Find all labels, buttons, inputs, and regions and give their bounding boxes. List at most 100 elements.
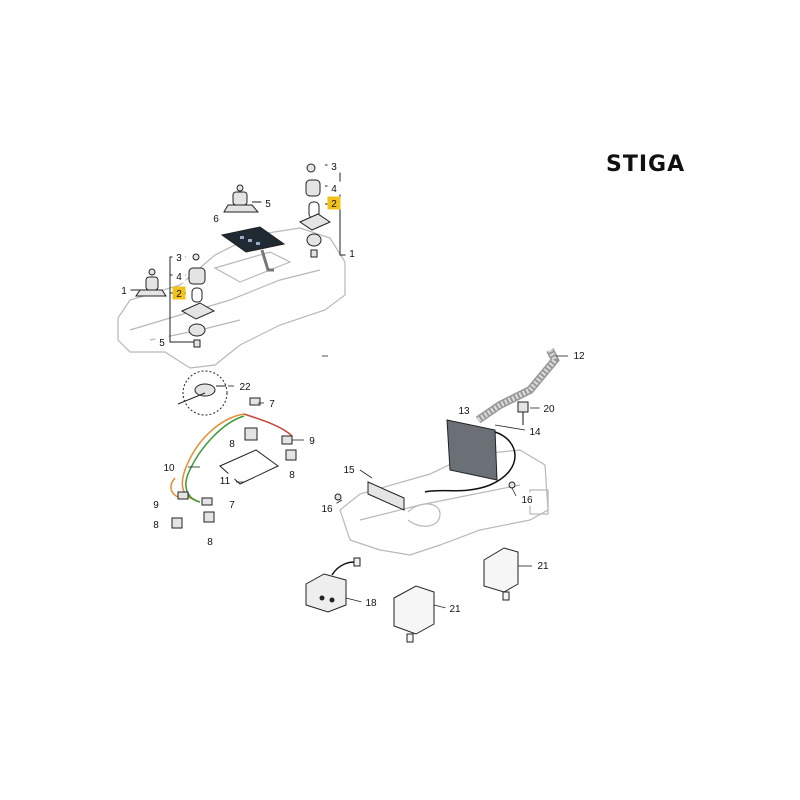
callout-label: 12 [573, 351, 585, 362]
callout-label: 11 [220, 476, 231, 487]
callout-box [525, 424, 545, 438]
bracket-icon [298, 213, 332, 231]
callout-box [285, 467, 299, 481]
callout-22: 22 [235, 379, 255, 393]
callout-label: 14 [529, 427, 541, 438]
callout-7: 7 [225, 497, 239, 511]
callout-label: 4 [176, 272, 182, 283]
callout-box [261, 196, 275, 210]
callout-box [203, 534, 217, 548]
battery-part-21-right [483, 547, 519, 601]
callout-box [172, 269, 186, 283]
callout-7: 7 [265, 396, 279, 410]
callout-label: 8 [207, 537, 213, 548]
callout-box [209, 211, 223, 225]
callout-label: 2 [331, 199, 337, 210]
callout-20: 20 [539, 401, 559, 415]
callout-box [361, 595, 381, 609]
callout-8: 8 [225, 436, 239, 450]
callout-box [265, 396, 279, 410]
callout-1: 1 [117, 283, 131, 297]
callout-box [172, 286, 186, 300]
nut-icon [310, 249, 318, 258]
wire-part-14 [424, 431, 516, 493]
callout-label: 18 [365, 598, 377, 609]
callout-box [149, 497, 163, 511]
callout-18: 18 [361, 595, 381, 609]
callout-label: 22 [239, 382, 251, 393]
callout-box [172, 250, 186, 264]
callout-label: 13 [458, 406, 470, 417]
wiring-harness-part-10 [170, 413, 293, 503]
connector-parts [171, 397, 297, 529]
callout-label: 15 [343, 465, 355, 476]
leader-lines [188, 355, 568, 609]
callout-6: 6 [209, 211, 223, 225]
callout-13: 13 [454, 403, 474, 417]
callout-label: 8 [289, 470, 295, 481]
callout-9: 9 [305, 433, 319, 447]
callout-8: 8 [149, 517, 163, 531]
control-panel-part-6 [220, 226, 286, 272]
callout-label: 21 [537, 561, 549, 572]
stack-parts-left [180, 253, 216, 348]
battery-part-21-center [393, 585, 435, 643]
callout-label: 16 [521, 495, 533, 506]
callout-label: 8 [229, 439, 235, 450]
callout-box [539, 401, 559, 415]
callout-label: 8 [153, 520, 159, 531]
callout-box [327, 159, 341, 173]
callout-label: 21 [449, 604, 461, 615]
callout-label: 5 [159, 338, 165, 349]
callout-box [149, 517, 163, 531]
screw-icon [306, 163, 316, 173]
callout-1: 1 [345, 246, 359, 260]
callout-box [225, 436, 239, 450]
callout-5: 5 [261, 196, 275, 210]
callout-box [533, 558, 553, 572]
callout-label: 9 [309, 436, 315, 447]
callout-box [317, 501, 337, 515]
callout-label: 9 [153, 500, 159, 511]
callout-3: 3 [327, 159, 341, 173]
callout-label: 7 [229, 500, 235, 511]
callout-box [215, 473, 235, 487]
chassis-body [339, 449, 549, 556]
callout-10: 10 [159, 460, 179, 474]
callout-label: 3 [331, 162, 337, 173]
bushing-icon [306, 233, 322, 247]
callout-box [339, 462, 359, 476]
callout-5: 5 [155, 335, 169, 349]
callout-label: 7 [269, 399, 275, 410]
damper-icon [305, 179, 321, 197]
callout-box [235, 379, 255, 393]
callout-12: 12 [569, 348, 589, 362]
callout-label: 4 [331, 184, 337, 195]
callout-box [225, 497, 239, 511]
callout-label: 10 [163, 463, 175, 474]
callout-16: 16 [317, 501, 337, 515]
callout-box [569, 348, 589, 362]
screw-part-16-left [334, 493, 342, 501]
callout-box [327, 196, 341, 210]
callout-15: 15 [339, 462, 359, 476]
callout-box [327, 181, 341, 195]
callout-label: 1 [349, 249, 355, 260]
callout-4: 4 [172, 269, 186, 283]
callout-2: 2 [172, 286, 186, 300]
mount-part-5 [223, 184, 260, 213]
callout-box [454, 403, 474, 417]
callout-label: 1 [121, 286, 127, 297]
mount-part-1 [135, 268, 167, 297]
callout-box [155, 335, 169, 349]
callout-16: 16 [517, 492, 537, 506]
battery-part-18 [305, 557, 361, 613]
callout-14: 14 [525, 424, 545, 438]
callout-box [445, 601, 465, 615]
stiga-logo: STIGA [606, 152, 686, 177]
sensor-part-20 [517, 401, 529, 425]
callout-21: 21 [445, 601, 465, 615]
callout-9: 9 [149, 497, 163, 511]
callout-4: 4 [327, 181, 341, 195]
callout-box [159, 460, 179, 474]
